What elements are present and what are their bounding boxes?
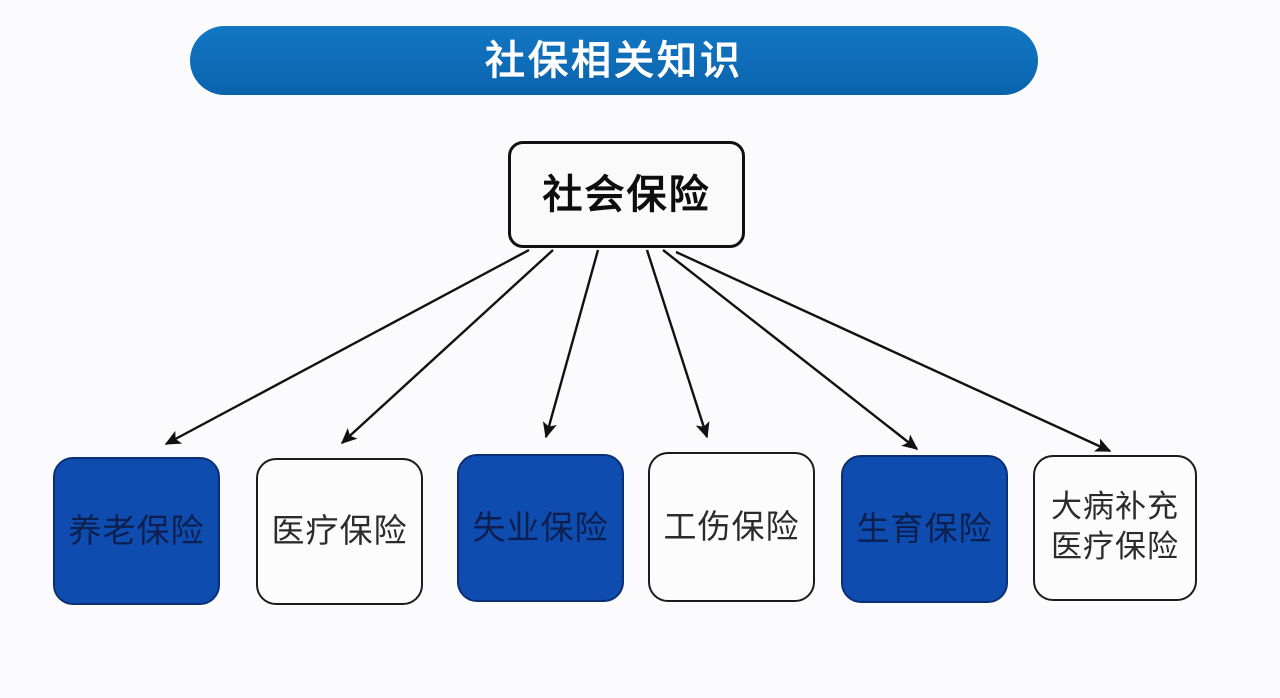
leaf-node-5[interactable]: 生育保险 bbox=[841, 455, 1008, 603]
root-node-social-insurance[interactable]: 社会保险 bbox=[508, 141, 745, 248]
page-title: 社保相关知识 bbox=[485, 37, 743, 83]
connector-arrow-1 bbox=[164, 248, 530, 446]
connector-arrow-3 bbox=[542, 249, 600, 439]
leaf-node-2[interactable]: 医疗保险 bbox=[256, 458, 423, 605]
leaf-node-label: 工伤保险 bbox=[663, 506, 800, 546]
leaf-node-label: 医疗保险 bbox=[271, 511, 408, 551]
leaf-node-label: 失业保险 bbox=[472, 507, 609, 547]
leaf-node-6[interactable]: 大病补充 医疗保险 bbox=[1033, 455, 1197, 601]
leaf-node-label: 大病补充 医疗保险 bbox=[1051, 489, 1179, 565]
connector-arrow-5 bbox=[662, 249, 919, 450]
root-node-label: 社会保险 bbox=[542, 171, 711, 218]
leaf-node-4[interactable]: 工伤保险 bbox=[648, 452, 815, 602]
leaf-node-3[interactable]: 失业保险 bbox=[457, 454, 624, 602]
leaf-node-label: 养老保险 bbox=[68, 510, 205, 550]
connector-arrow-6 bbox=[675, 250, 1112, 453]
leaf-node-1[interactable]: 养老保险 bbox=[53, 457, 220, 605]
leaf-node-label: 生育保险 bbox=[856, 508, 993, 548]
connector-arrow-4 bbox=[645, 249, 710, 439]
title-banner: 社保相关知识 bbox=[190, 26, 1038, 95]
connector-arrow-2 bbox=[340, 249, 554, 444]
